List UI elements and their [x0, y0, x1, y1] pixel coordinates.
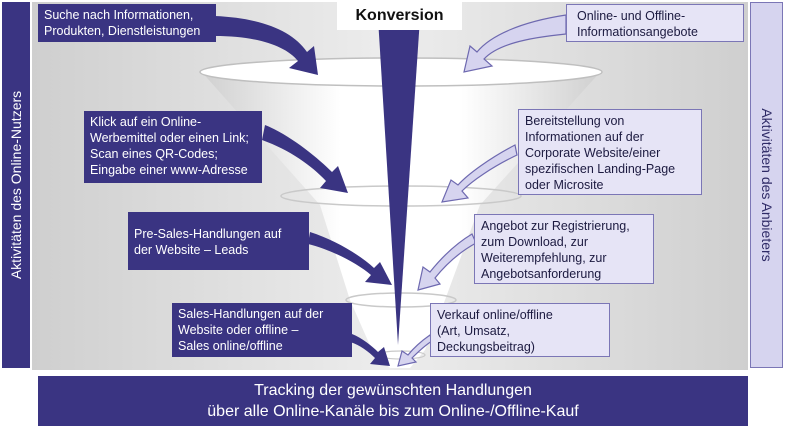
provider-step-info: Online- und Offline- Informationsangebot…	[566, 4, 744, 42]
user-step-sales-line: Sales online/offline	[178, 339, 283, 353]
provider-step-info-line: Informationsangebote	[577, 25, 698, 39]
provider-arrow-2	[441, 144, 518, 203]
user-step-sales: Sales-Handlungen auf der Website oder of…	[172, 303, 352, 357]
provider-step-registration-line: zum Download, zur	[481, 235, 588, 249]
provider-step-website-line: Corporate Website/einer	[525, 146, 661, 160]
provider-step-sale-line: Verkauf online/offline	[437, 308, 553, 322]
side-label-provider: Aktivitäten des Anbieters	[750, 2, 783, 368]
provider-step-sale: Verkauf online/offline (Art, Umsatz, Dec…	[430, 303, 610, 357]
user-arrow-4	[350, 334, 390, 366]
conversion-spike	[378, 18, 420, 345]
user-step-click-line: Klick auf ein Online-	[90, 115, 202, 129]
user-step-search-line: Produkten, Dienstleistungen	[44, 24, 201, 38]
provider-step-sale-line: Deckungsbeitrag)	[437, 340, 535, 354]
provider-step-website: Bereitstellung von Informationen auf der…	[518, 109, 702, 195]
user-step-click-line: Werbemittel oder einen Link;	[90, 131, 249, 145]
user-step-sales-line: Website oder offline –	[178, 323, 299, 337]
provider-step-website-line: Informationen auf der	[525, 130, 644, 144]
provider-arrow-3	[417, 233, 477, 291]
user-step-presales-line: der Website – Leads	[134, 243, 249, 257]
provider-step-info-line: Online- und Offline-	[577, 9, 686, 23]
tracking-banner: Tracking der gewünschten Handlungen über…	[38, 376, 748, 426]
user-arrow-2	[262, 125, 348, 193]
provider-step-registration-line: Angebot zur Registrierung,	[481, 219, 630, 233]
provider-step-registration-line: Weiterempfehlung, zur	[481, 251, 607, 265]
user-step-presales: Pre-Sales-Handlungen auf der Website – L…	[128, 212, 309, 270]
user-step-sales-line: Sales-Handlungen auf der	[178, 307, 324, 321]
side-label-provider-text: Aktivitäten des Anbieters	[758, 108, 775, 262]
side-label-user: Aktivitäten des Online-Nutzers	[2, 2, 30, 368]
user-step-click: Klick auf ein Online- Werbemittel oder e…	[84, 111, 262, 183]
provider-step-website-line: oder Microsite	[525, 178, 604, 192]
provider-step-registration-line: Angebotsanforderung	[481, 267, 602, 281]
user-step-presales-line: Pre-Sales-Handlungen auf	[134, 227, 282, 241]
provider-step-website-line: spezifischen Landing-Page	[525, 162, 676, 176]
user-arrow-1	[215, 16, 318, 75]
provider-step-website-line: Bereitstellung von	[525, 114, 625, 128]
user-step-click-line: Eingabe einer www-Adresse	[90, 163, 248, 177]
provider-step-registration: Angebot zur Registrierung, zum Download,…	[474, 214, 654, 284]
provider-arrow-1	[463, 14, 567, 73]
user-step-click-line: Scan eines QR-Codes;	[90, 147, 218, 161]
user-arrow-3	[308, 232, 392, 285]
tracking-banner-line: über alle Online-Kanäle bis zum Online-/…	[207, 403, 579, 420]
provider-step-sale-line: (Art, Umsatz,	[437, 324, 510, 338]
user-step-search: Suche nach Informationen, Produkten, Die…	[38, 4, 216, 42]
side-label-user-text: Aktivitäten des Online-Nutzers	[8, 90, 24, 280]
provider-arrows	[397, 14, 567, 367]
provider-arrow-4	[397, 334, 433, 367]
conversion-title: Konversion	[337, 2, 462, 30]
user-arrows	[215, 16, 392, 366]
tracking-banner-line: Tracking der gewünschten Handlungen	[254, 382, 532, 399]
user-step-search-line: Suche nach Informationen,	[44, 8, 194, 22]
